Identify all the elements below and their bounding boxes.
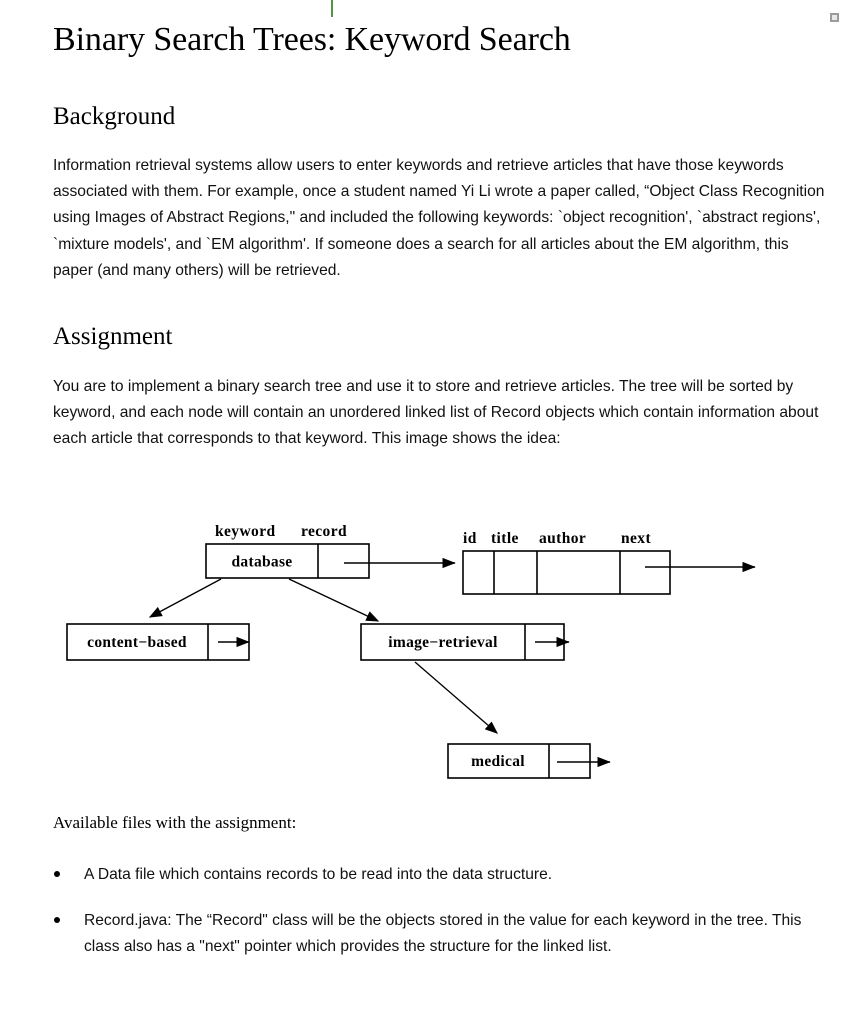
tree-node-label-image-retrieval: image−retrieval [388,634,498,651]
page-title: Binary Search Trees: Keyword Search [53,21,571,58]
bst-linked-list-diagram: keyword record id title author next data… [0,505,866,805]
tree-node-label-content-based: content−based [87,634,187,651]
list-item-text: A Data file which contains records to be… [84,866,553,883]
header-label-record: record [301,523,347,540]
record-header-author: author [539,530,586,547]
list-item: Record.java: The “Record" class will be … [53,908,828,960]
section-heading-background: Background [53,103,176,130]
tree-node-label-database: database [232,554,293,571]
tree-node-label-medical: medical [471,753,525,770]
bullet-dot-icon [54,917,60,924]
document-content: Binary Search Trees: Keyword Search Back… [53,0,828,453]
record-node [462,550,671,595]
files-intro-text: Available files with the assignment: [53,813,297,832]
corner-square-marker [830,13,839,22]
list-item-text: Record.java: The “Record" class will be … [84,912,802,956]
section-paragraph-background: Information retrieval systems allow user… [53,157,825,279]
files-section: Available files with the assignment: A D… [53,812,828,961]
header-label-keyword: keyword [215,523,276,540]
record-header-next: next [621,530,651,547]
tree-node-image-retrieval: image−retrieval [360,623,565,661]
record-header-id: id [463,530,477,547]
tree-node-database: database [205,543,370,579]
edge-database-to-image-retrieval [288,578,380,622]
record-header-title: title [491,530,519,547]
list-item: A Data file which contains records to be… [53,862,828,888]
edge-database-to-content-based [148,578,222,618]
edge-image-retrieval-to-medical [414,661,498,734]
bullet-dot-icon [54,871,60,877]
section-paragraph-assignment: You are to implement a binary search tre… [53,378,819,448]
section-heading-assignment: Assignment [53,323,173,351]
green-tick-mark [331,0,333,17]
tree-node-medical: medical [447,743,591,779]
files-bullet-list: A Data file which contains records to be… [53,862,828,961]
